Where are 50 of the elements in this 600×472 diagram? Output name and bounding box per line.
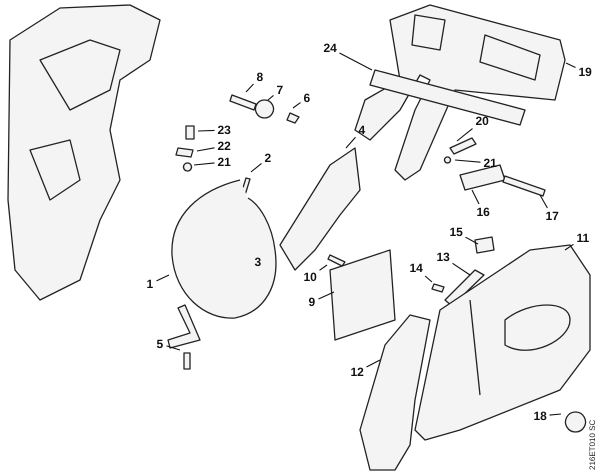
leader-line [346,136,356,148]
leader-line [166,345,180,351]
leader-line [456,128,473,142]
leader-line [549,413,562,416]
callout-number: 15 [448,225,464,239]
callout-number: 7 [276,83,284,97]
callout-number: 5 [156,337,164,351]
callout-number: 2 [264,151,272,165]
leader-line [156,274,170,282]
callout-number: 13 [436,250,451,264]
callout-number: 6 [302,91,312,105]
leader-line [250,162,262,172]
callout-number: 21 [482,156,498,170]
callout-number: 4 [358,123,366,137]
drawing-code: 216ET010 SC [588,420,597,470]
leader-line [194,162,215,166]
leader-line [540,194,548,208]
callout-number: 11 [576,231,590,245]
leader-line [292,102,301,108]
callout-number: 16 [476,205,491,219]
callout-number: 3 [254,255,262,269]
leader-line [198,130,215,132]
callout-number: 22 [216,139,232,153]
callout-number: 8 [256,70,264,84]
callout-number: 21 [216,155,232,169]
leader-line [196,147,215,152]
leader-line [564,244,574,250]
callout-number: 23 [216,123,232,137]
leader-line [268,94,274,100]
callout-number: 17 [544,209,560,223]
leader-line [454,159,481,163]
callout-number: 18 [532,409,548,423]
leader-line [452,262,470,276]
callout-number: 12 [350,365,365,379]
callout-number: 1 [146,277,154,291]
callout-number: 9 [308,295,316,309]
leader-line [318,292,334,300]
leader-line [472,190,480,204]
leader-line [366,360,380,368]
leader-line [424,276,432,282]
leader-line [465,236,478,244]
leader-line [246,84,254,92]
callout-number: 24 [322,41,338,55]
leader-line [319,264,328,271]
leader-line [339,52,372,70]
callout-number: 14 [408,261,424,275]
callout-number: 19 [578,65,593,79]
callout-number: 10 [302,270,318,284]
callout-number: 20 [474,114,490,128]
leader-line [566,62,576,68]
